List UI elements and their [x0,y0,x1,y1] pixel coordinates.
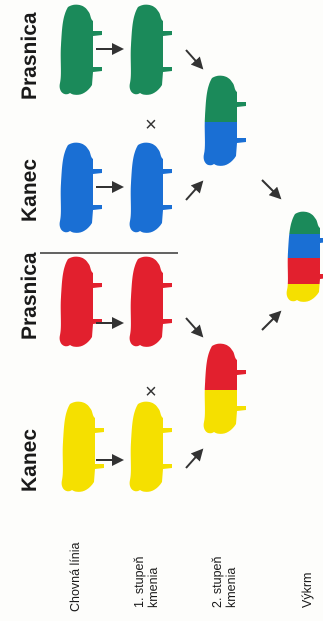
pig-prasnica-breeding-line-2 [60,5,102,95]
cross-symbol-1: × [145,381,157,403]
label-prasnica-2: Prasnica [18,12,42,100]
arrow-to-second-4 [186,50,202,68]
stage-label-final: Výkrm [300,573,314,608]
stage-label-second-cross-line2: kmenia [224,557,238,608]
label-kanec-1: Kanec [18,429,42,492]
pig-kanec-first-stage-2 [130,143,172,233]
stage-label-first-cross-line1: 1. stupeň [132,557,146,608]
arrow-to-final-1 [262,312,280,330]
arrow-to-final-2 [262,180,280,198]
pig-kanec-first-stage-1 [130,402,172,492]
pig-kanec-breeding-line-2 [60,143,102,233]
label-kanec-2: Kanec [18,159,42,222]
pig-kanec-breeding-line-1 [62,402,104,492]
arrow-to-second-1 [186,450,202,468]
pig-prasnica-breeding-line-1 [60,257,102,347]
stage-label-first-cross-line2: kmenia [146,557,160,608]
pig-prasnica-first-stage-1 [130,257,172,347]
stage-label-breeding-line: Chovná línia [68,543,82,613]
pig-hybrid-green-blue [202,72,252,174]
stage-label-second-cross: 2. stupeň kmenia [210,557,238,608]
stage-label-second-cross-line1: 2. stupeň [210,557,224,608]
label-prasnica-1: Prasnica [18,252,42,340]
stage-label-first-cross: 1. stupeň kmenia [132,557,160,608]
pig-final-vykrm [285,208,323,310]
arrow-to-second-2 [186,318,202,336]
pig-hybrid-yellow-red [202,340,252,442]
arrow-to-second-3 [186,182,202,200]
cross-symbol-2: × [145,114,157,136]
pig-prasnica-first-stage-2 [130,5,172,95]
